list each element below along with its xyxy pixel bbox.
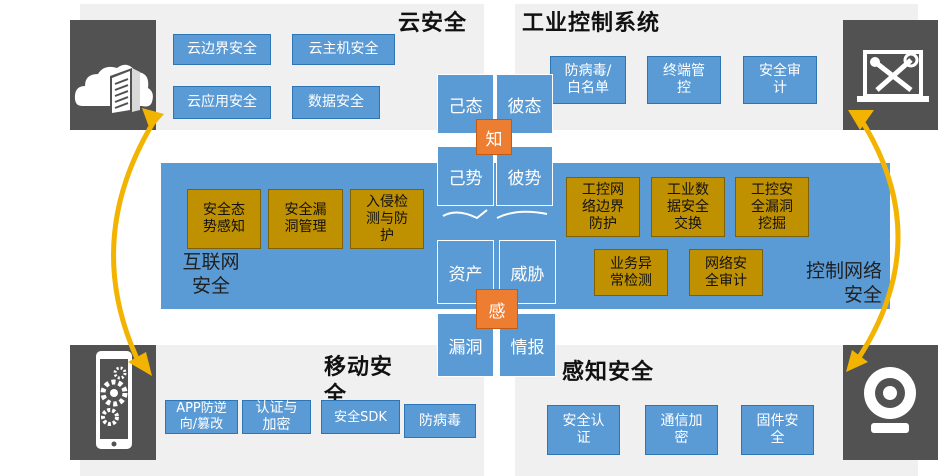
cloud-item: 云边界安全 xyxy=(173,34,271,65)
left-curved-arrow xyxy=(111,108,164,376)
mobile-icon-tile xyxy=(70,345,156,460)
cloud-server-icon xyxy=(74,64,153,116)
industrial-title: 工业控制系统 xyxy=(522,11,661,36)
perception-item: 固件安 全 xyxy=(741,405,814,455)
internet-item: 安全漏 洞管理 xyxy=(268,189,343,249)
control-item: 网络安 全审计 xyxy=(689,249,763,296)
control-item: 工控安 全漏洞 挖掘 xyxy=(735,177,809,237)
know-badge: 知 xyxy=(476,119,512,155)
right-curved-arrow xyxy=(846,110,901,372)
control-item: 工控网 络边界 防护 xyxy=(566,177,640,237)
perception-item: 安全认 证 xyxy=(547,405,620,455)
sense-tile: 威胁 xyxy=(499,240,556,304)
cloud-item: 云应用安全 xyxy=(173,86,271,119)
control-label: 控制网络 安全 xyxy=(805,260,882,306)
laptop-base-decoration xyxy=(442,209,548,220)
perception-title: 感知安全 xyxy=(562,360,655,385)
mobile-item: 认证与 加密 xyxy=(242,400,311,434)
control-item: 工业数 据安全 交换 xyxy=(651,177,725,237)
perception-icon-tile xyxy=(843,345,938,460)
mobile-gear-icon xyxy=(96,351,132,449)
industrial-item: 防病毒/ 白名单 xyxy=(550,56,626,104)
sense-tile: 情报 xyxy=(499,313,556,377)
know-tile: 彼态 xyxy=(496,74,553,134)
cloud-icon-tile xyxy=(70,20,156,130)
know-tile: 彼势 xyxy=(496,146,553,206)
internet-item: 安全态 势感知 xyxy=(187,189,261,249)
sense-tile: 资产 xyxy=(437,240,494,304)
industrial-item: 安全审 计 xyxy=(743,56,817,104)
perception-item: 通信加 密 xyxy=(645,405,718,455)
internet-item: 入侵检 测与防 护 xyxy=(350,189,424,249)
mobile-item: 安全SDK xyxy=(321,400,400,434)
tools-monitor-icon xyxy=(857,50,929,102)
cloud-title: 云安全 xyxy=(398,11,468,36)
know-tile: 己势 xyxy=(437,146,494,206)
control-item: 业务异 常检测 xyxy=(594,249,668,296)
mobile-item: 防病毒 xyxy=(404,404,476,438)
know-tile: 己态 xyxy=(437,74,494,134)
industrial-item: 终端管 控 xyxy=(647,56,721,104)
webcam-icon xyxy=(864,367,916,433)
internet-label: 互联网 安全 xyxy=(182,251,240,297)
cloud-item: 云主机安全 xyxy=(292,34,395,65)
sense-badge: 感 xyxy=(476,289,518,329)
cloud-item: 数据安全 xyxy=(292,86,380,119)
mobile-item: APP防逆 向/篡改 xyxy=(165,400,238,434)
